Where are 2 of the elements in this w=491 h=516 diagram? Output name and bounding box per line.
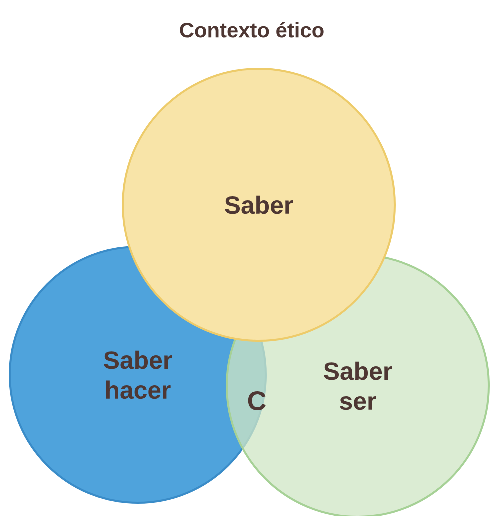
title: Contexto ético xyxy=(180,22,324,38)
intersection-label: C xyxy=(248,391,266,411)
